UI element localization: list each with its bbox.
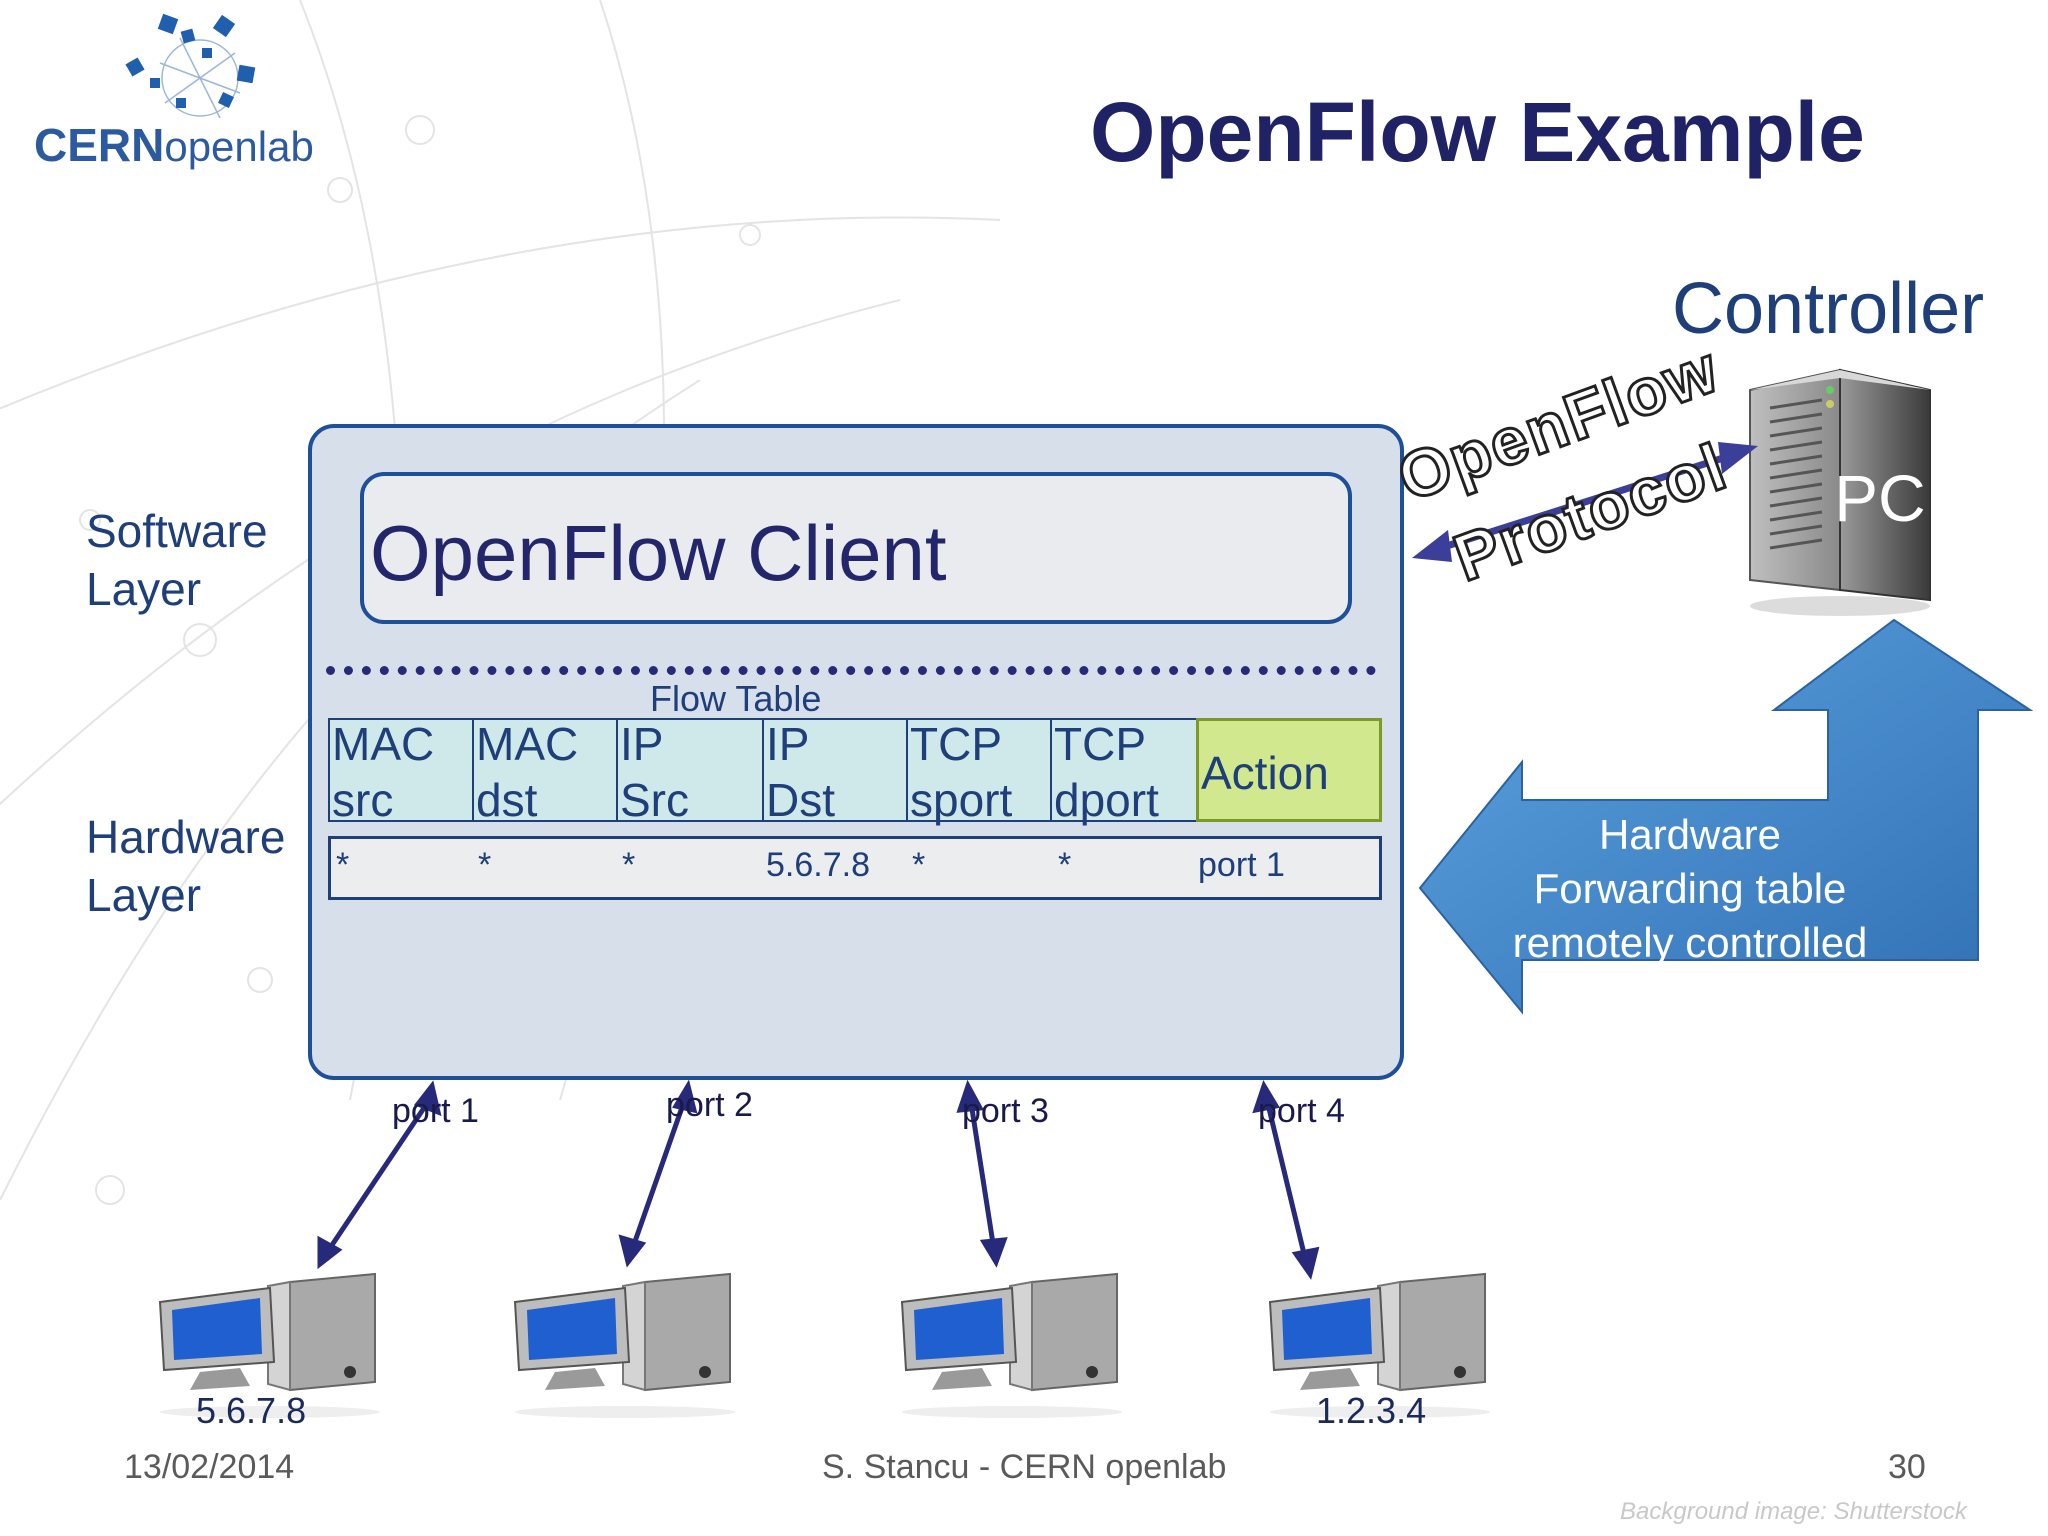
logo-openlab-text: openlab <box>164 123 314 170</box>
pc-label: PC <box>1834 461 1926 535</box>
flow-cell-mac-src: * <box>336 846 350 884</box>
flow-cell-mac-dst: * <box>478 846 492 884</box>
host-computer-icon <box>900 1272 1122 1418</box>
openflow-protocol-arrow-icon <box>1412 442 1758 562</box>
flow-table-header-ip-src: IP Src <box>616 718 764 826</box>
flow-table-header-mac-src: MAC src <box>328 718 474 826</box>
flow-table-header-tcp-sport: TCP sport <box>906 718 1052 826</box>
port-links <box>317 1079 1320 1280</box>
controller-label: Controller <box>1672 269 1985 349</box>
hardware-forwarding-arrow-icon <box>1418 618 2034 1015</box>
flow-table-header-action: Action <box>1196 718 1382 822</box>
slide-title: OpenFlow Example <box>1090 85 1865 179</box>
flow-table-header-ip-dst: IP Dst <box>762 718 908 826</box>
flow-table-row <box>328 836 1382 900</box>
host-computer-icon <box>1268 1272 1490 1418</box>
flow-cell-ip-src: * <box>622 846 636 884</box>
host-computer-icon <box>513 1272 735 1418</box>
software-layer-label: Software Layer <box>86 505 268 615</box>
flow-cell-tcp-sport: * <box>912 846 926 884</box>
footer-author: S. Stancu - CERN openlab <box>822 1448 1227 1486</box>
header-text: MAC src <box>332 718 435 826</box>
footer-page-number: 30 <box>1888 1448 1926 1486</box>
hardware-arrow-label: Hardware Forwarding table remotely contr… <box>1512 811 1868 966</box>
header-text: IP Src <box>620 718 689 826</box>
openflow-client-label: OpenFlow Client <box>370 509 947 597</box>
controller-server-icon <box>1749 368 1931 616</box>
footer-date: 13/02/2014 <box>124 1448 295 1486</box>
header-text: IP Dst <box>766 718 835 826</box>
background-credit: Background image: Shutterstock <box>1620 1498 1967 1525</box>
port-1-label: port 1 <box>392 1092 479 1130</box>
header-text: TCP dport <box>1054 718 1159 826</box>
host-1-ip-label: 5.6.7.8 <box>196 1390 307 1431</box>
layer-divider <box>326 666 1376 675</box>
header-text: TCP sport <box>910 718 1013 826</box>
flow-cell-action: port 1 <box>1198 846 1285 884</box>
openflow-client-box <box>360 472 1352 624</box>
header-text: Action <box>1201 747 1329 799</box>
port-3-label: port 3 <box>962 1092 1049 1130</box>
flow-table-header-mac-dst: MAC dst <box>472 718 618 826</box>
logo-cern-text: CERN <box>34 119 165 171</box>
hardware-layer-label: Hardware Layer <box>86 811 286 921</box>
cern-openlab-logo: CERNopenlab <box>34 118 314 172</box>
flow-cell-ip-dst: 5.6.7.8 <box>766 846 870 884</box>
port-2-label: port 2 <box>666 1086 753 1124</box>
header-text: MAC dst <box>476 718 579 826</box>
flow-table-label: Flow Table <box>650 678 822 719</box>
flow-table-header-tcp-dport: TCP dport <box>1050 718 1198 826</box>
host-computer-icon <box>158 1272 380 1418</box>
flow-cell-tcp-dport: * <box>1058 846 1072 884</box>
port-4-label: port 4 <box>1258 1092 1345 1130</box>
host-4-ip-label: 1.2.3.4 <box>1316 1390 1427 1431</box>
cern-logo-icon <box>125 13 256 119</box>
